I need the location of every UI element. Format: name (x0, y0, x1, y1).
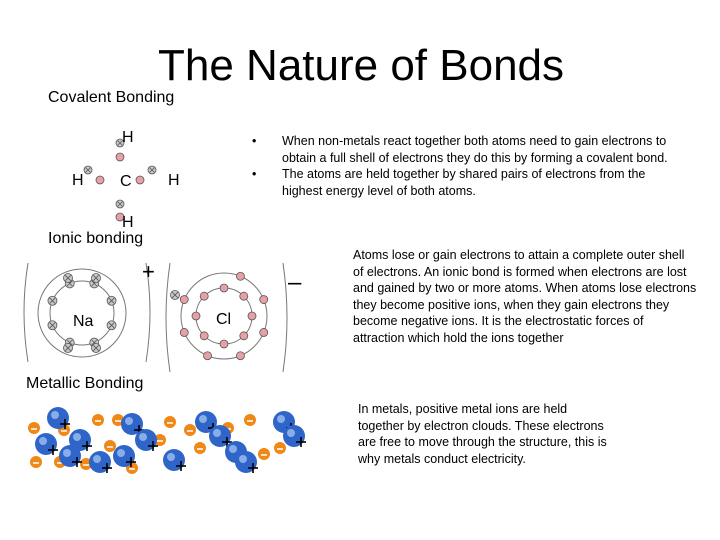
positive-charge-sign: + (142, 259, 155, 284)
chlorine-electron (259, 328, 269, 337)
chlorine-electron (239, 291, 249, 301)
sodium-electron (91, 273, 101, 283)
shared-electron-dot (95, 175, 105, 185)
sodium-outer-shell (37, 268, 127, 358)
metal-ion (113, 445, 136, 467)
free-electron (154, 434, 166, 446)
sodium-electron (106, 295, 117, 306)
free-electron (258, 448, 270, 460)
free-electron (80, 458, 92, 470)
metal-ion (163, 449, 186, 471)
free-electron (30, 456, 42, 468)
chlorine-electron (239, 331, 249, 341)
metallic-ions (35, 407, 306, 473)
chlorine-electron (191, 311, 201, 321)
carbon-label: C (120, 173, 132, 190)
covalent-bullet: •When non-metals react together both ato… (252, 133, 672, 166)
chlorine-electron (179, 328, 189, 337)
transferred-electron (170, 290, 180, 300)
shared-electron-cross (147, 165, 157, 175)
covalent-bullet-list: •When non-metals react together both ato… (252, 133, 672, 199)
metal-ion (59, 445, 82, 467)
shared-electron-cross (83, 165, 93, 175)
sodium-bracket-left (23, 262, 29, 363)
metallic-description: In metals, positive metal ions are held … (358, 402, 607, 466)
sodium-electron (106, 320, 117, 331)
chlorine-electron (236, 271, 245, 281)
hydrogen-left-label: H (72, 172, 84, 189)
chlorine-outer-shell (180, 272, 268, 360)
ionic-description: Atoms lose or gain electrons to attain a… (353, 248, 697, 345)
covalent-bullet-text: When non-metals react together both atom… (282, 134, 668, 165)
sodium-label: Na (73, 313, 94, 330)
covalent-bullet: •The atoms are held together by shared p… (252, 166, 672, 199)
metal-ion (135, 429, 158, 451)
free-electron (194, 442, 206, 454)
metal-ion (121, 413, 144, 435)
sodium-electron (91, 343, 101, 353)
chlorine-electron (203, 351, 212, 361)
metallic-electrons (28, 414, 286, 474)
shared-electron-dot (115, 212, 125, 222)
sodium-inner-shell (49, 280, 115, 346)
chlorine-bracket-right (282, 262, 288, 373)
covalent-bullet-text: The atoms are held together by shared pa… (282, 167, 646, 198)
covalent-diagram: H H C H H (72, 129, 180, 231)
metal-ion (235, 451, 258, 473)
hydrogen-top-label: H (122, 129, 134, 146)
chlorine-electron (199, 291, 209, 301)
metal-ion (35, 433, 58, 455)
chlorine-electron (247, 311, 257, 321)
shared-electron-cross (115, 199, 125, 209)
chlorine-electron (219, 339, 229, 349)
metal-ion (89, 451, 112, 473)
free-electron (164, 416, 176, 428)
hydrogen-bottom-label: H (122, 214, 134, 231)
hydrogen-right-label: H (168, 172, 180, 189)
covalent-heading: Covalent Bonding (48, 89, 175, 106)
sodium-electron (47, 295, 58, 306)
free-electron (28, 422, 40, 434)
sodium-electron (63, 343, 73, 353)
sodium-electron (47, 320, 58, 331)
chlorine-electron (179, 295, 189, 304)
chlorine-electron (199, 331, 209, 341)
free-electron (112, 414, 124, 426)
ionic-heading: Ionic bonding (48, 230, 144, 247)
metal-ion (69, 429, 92, 451)
shared-electron-cross (115, 138, 125, 148)
chlorine-electron (219, 283, 229, 293)
free-electron (274, 442, 286, 454)
shared-electron-dot (135, 175, 145, 185)
metal-ion (283, 425, 306, 447)
chlorine-electron (236, 351, 245, 361)
free-electron (104, 440, 116, 452)
shared-electron-dot (115, 152, 125, 162)
ionic-diagram: Na Cl + – (23, 259, 302, 373)
metallic-heading: Metallic Bonding (26, 375, 144, 392)
chlorine-label: Cl (216, 311, 231, 328)
sodium-bracket-right (145, 262, 151, 363)
chlorine-electron (259, 295, 269, 304)
chlorine-bracket-left (165, 262, 171, 373)
ionic-electrons (47, 271, 269, 361)
covalent-electrons (83, 138, 157, 222)
metal-ion (47, 407, 70, 429)
free-electron (244, 414, 256, 426)
negative-charge-sign: – (288, 269, 302, 296)
free-electron (184, 424, 196, 436)
free-electron (92, 414, 104, 426)
sodium-electron (63, 273, 73, 283)
metal-ion (209, 425, 232, 447)
metallic-diagram (28, 407, 306, 474)
page-title: The Nature of Bonds (158, 41, 565, 90)
